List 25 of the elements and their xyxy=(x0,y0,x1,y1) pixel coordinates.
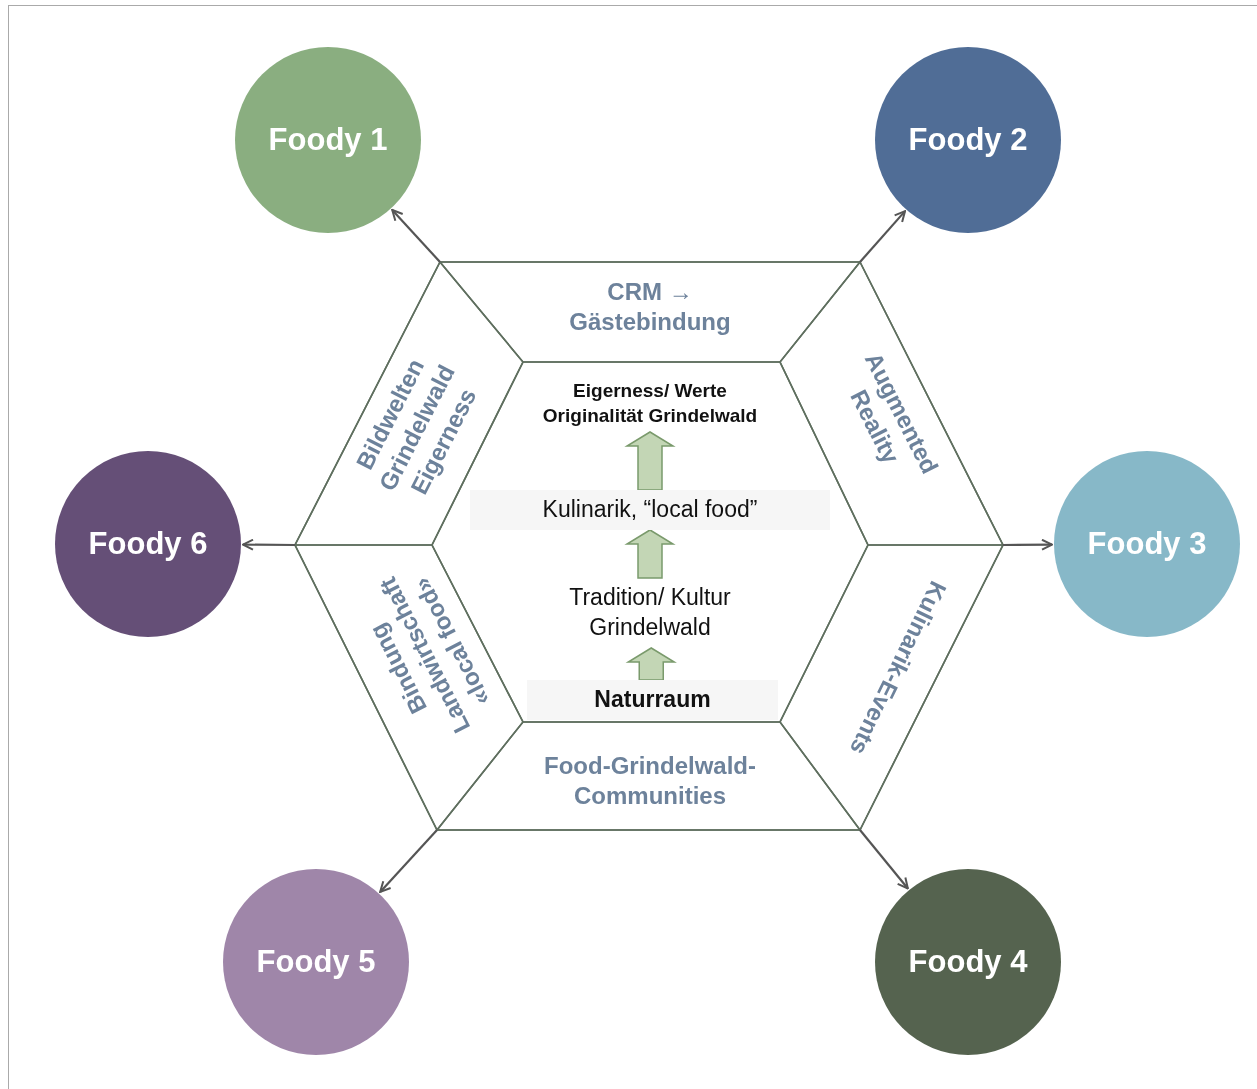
arrow xyxy=(859,829,909,890)
circle-node: Foody 3 xyxy=(1054,451,1240,637)
hexagon-segment xyxy=(295,262,523,545)
block-arrow xyxy=(624,529,676,579)
circle-node: Foody 2 xyxy=(875,47,1061,233)
hexagon-segment xyxy=(295,545,523,830)
circle-node: Foody 5 xyxy=(223,869,409,1055)
arrow xyxy=(242,538,295,551)
circle-node: Foody 6 xyxy=(55,451,241,637)
level-label: Tradition/ Kultur Grindelwald xyxy=(525,578,775,648)
arrow xyxy=(379,829,438,893)
segment-label: Food-Grindelwald- Communities xyxy=(543,751,757,811)
arrow xyxy=(859,210,907,263)
block-arrow xyxy=(625,647,677,681)
level-label: Eigerness/ Werte Originalität Grindelwald xyxy=(522,376,778,432)
hexagon-segment xyxy=(780,545,1003,830)
circle-node: Foody 4 xyxy=(875,869,1061,1055)
level-label: Kulinarik, “local food” xyxy=(470,490,830,530)
arrow xyxy=(1003,538,1053,551)
arrow xyxy=(391,209,441,263)
block-arrow xyxy=(624,431,676,491)
hexagon-segment xyxy=(780,262,1003,545)
segment-label: CRM → Gästebindung xyxy=(568,277,732,337)
circle-node: Foody 1 xyxy=(235,47,421,233)
level-label: Naturraum xyxy=(527,680,778,720)
